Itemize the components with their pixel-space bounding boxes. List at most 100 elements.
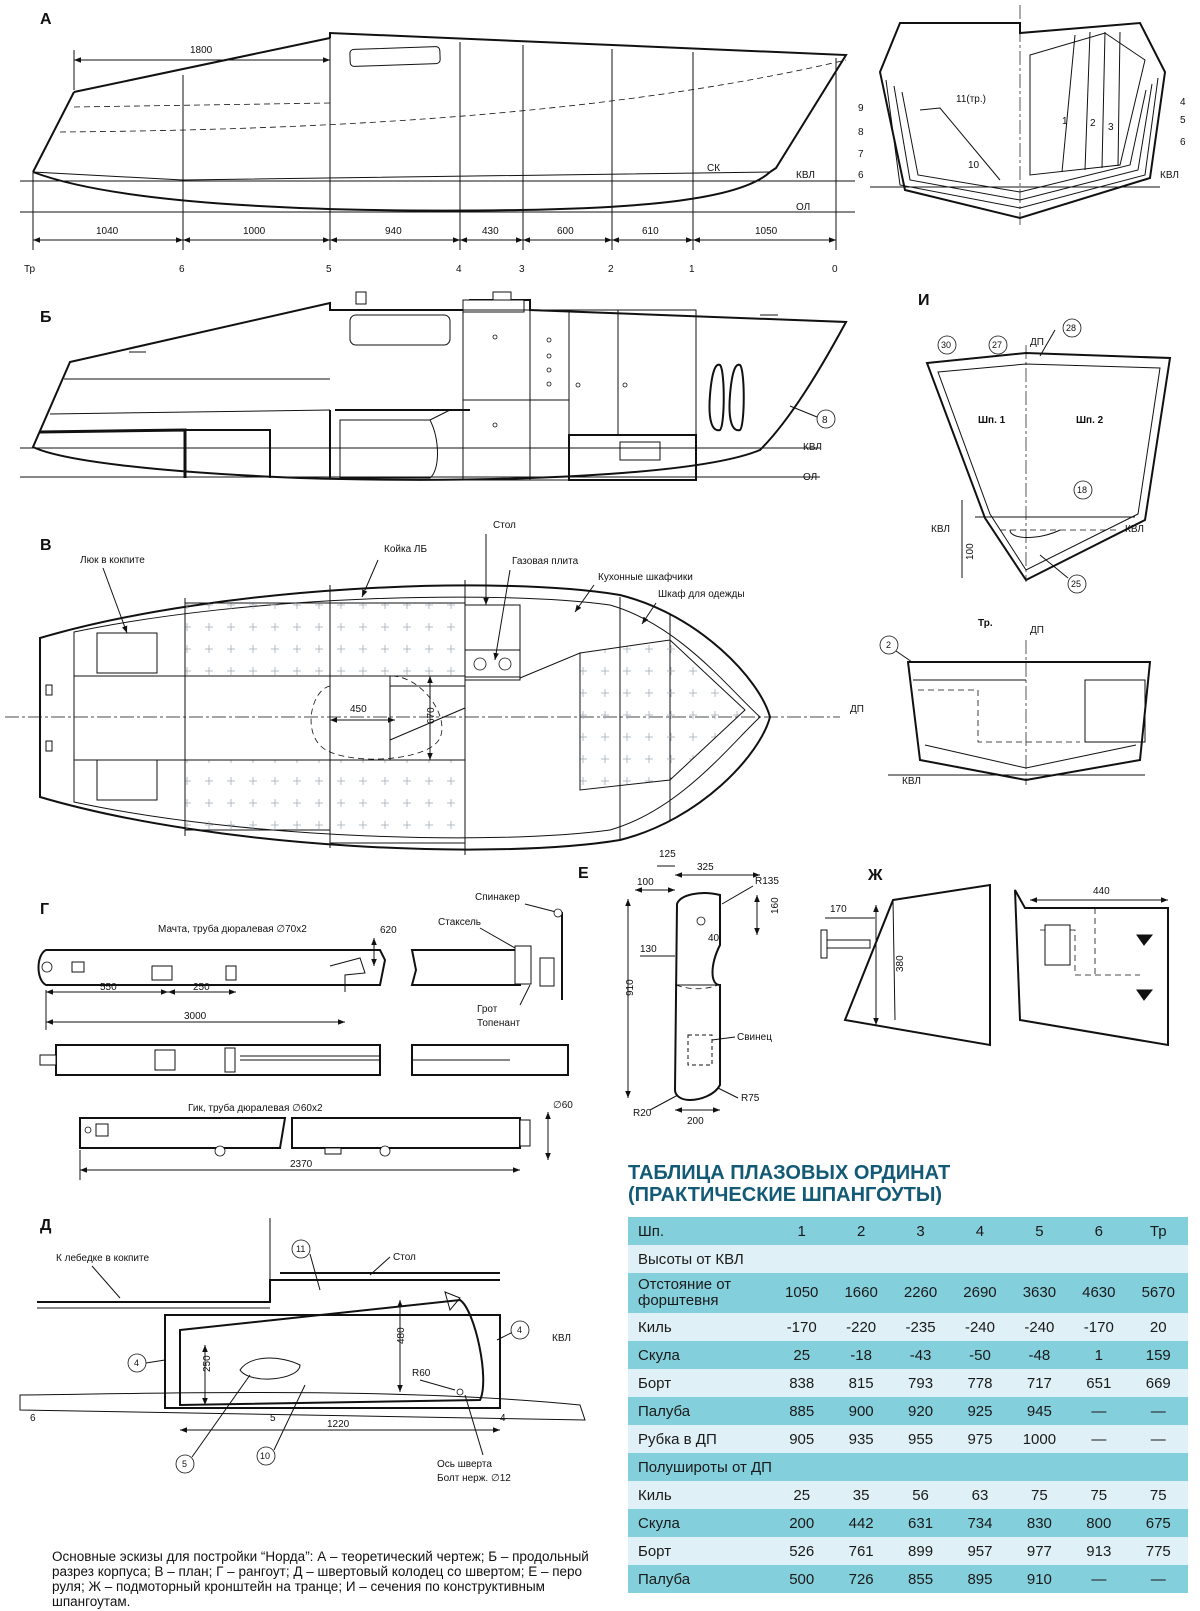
panel-a-letter: А — [40, 11, 52, 28]
rudder-outline — [673, 892, 721, 1102]
bracket-front-outline — [1014, 889, 1169, 1047]
table-row: Скула 25 -18 -43 -50 -48 1 159 — [628, 1341, 1188, 1369]
svg-text:9: 9 — [858, 103, 864, 114]
svg-text:4: 4 — [500, 1413, 506, 1424]
svg-text:R135: R135 — [755, 876, 779, 887]
svg-text:∅60: ∅60 — [553, 1100, 573, 1111]
mast-section-1 — [37, 949, 387, 986]
panel-v-letter: В — [40, 537, 52, 554]
bracket-side-outline — [843, 883, 991, 1047]
svg-text:2: 2 — [608, 264, 614, 275]
station-lines — [32, 38, 837, 250]
mast-plan-2 — [411, 1044, 569, 1076]
svg-text:18: 18 — [1077, 485, 1087, 495]
panel-a-lines-drawing: А 1800 СК КВЛ ОЛ — [20, 11, 855, 275]
table-row: Борт 838 815 793 778 717 651 669 — [628, 1369, 1188, 1397]
svg-text:СК: СК — [707, 163, 720, 174]
table-title-line2: (ПРАКТИЧЕСКИЕ ШПАНГОУТЫ) — [628, 1184, 943, 1206]
table-section-heights: Высоты от КВЛ — [628, 1245, 1188, 1273]
table-row: Отстояние от форштевня 1050 1660 2260 26… — [628, 1273, 1188, 1313]
svg-text:1040: 1040 — [96, 226, 119, 237]
svg-text:160: 160 — [770, 897, 781, 914]
stove-burner-icon — [473, 657, 487, 671]
svg-text:Мачта, труба дюралевая ∅70х2: Мачта, труба дюралевая ∅70х2 — [158, 923, 307, 935]
svg-text:6: 6 — [1180, 137, 1186, 148]
svg-text:100: 100 — [965, 543, 976, 560]
table-row: Киль -170 -220 -235 -240 -240 -170 20 — [628, 1313, 1188, 1341]
svg-text:200: 200 — [687, 1116, 704, 1127]
svg-text:КВЛ: КВЛ — [796, 170, 815, 181]
transom-outline — [906, 661, 1152, 782]
svg-text:430: 430 — [482, 226, 499, 237]
svg-text:2: 2 — [1090, 118, 1096, 129]
svg-text:1000: 1000 — [243, 226, 266, 237]
svg-text:6: 6 — [30, 1413, 36, 1424]
svg-text:30: 30 — [941, 340, 951, 350]
svg-text:КВЛ: КВЛ — [1125, 524, 1144, 535]
table-row: Палуба 500 726 855 895 910 — — — [628, 1565, 1188, 1593]
lightening-hole — [239, 1357, 301, 1380]
svg-text:Стол: Стол — [393, 1252, 416, 1263]
svg-text:R75: R75 — [741, 1093, 760, 1104]
table-title: ТАБЛИЦА ПЛАЗОВЫХ ОРДИНАТ (ПРАКТИЧЕСКИЕ Ш… — [628, 1162, 1188, 1206]
boom-section-1 — [79, 1117, 287, 1149]
svg-text:325: 325 — [697, 862, 714, 873]
chine-line — [32, 171, 771, 181]
svg-text:Шп. 1: Шп. 1 — [978, 415, 1006, 426]
svg-text:11(тр.): 11(тр.) — [956, 94, 986, 105]
svg-text:Тр.: Тр. — [978, 618, 993, 629]
svg-text:2: 2 — [886, 640, 891, 650]
table-row: Киль 25 35 56 63 75 75 75 — [628, 1481, 1188, 1509]
panel-i-frame-sections: И Шп. 1 Шп. 2 ДП 30 27 28 18 25 КВЛ КВЛ … — [879, 292, 1172, 787]
svg-text:440: 440 — [1093, 886, 1110, 897]
panel-body-plan: 9 8 7 6 11(тр.) 10 1 2 3 4 5 6 КВЛ — [858, 5, 1186, 225]
cockpit-hatch-right — [96, 759, 158, 801]
svg-text:940: 940 — [385, 226, 402, 237]
panel-zh-letter: Ж — [867, 867, 883, 884]
svg-text:4: 4 — [517, 1325, 522, 1335]
svg-text:Топенант: Топенант — [477, 1018, 520, 1029]
svg-text:Стол: Стол — [493, 520, 516, 531]
svg-text:КВЛ: КВЛ — [1160, 170, 1179, 181]
mast-section-2 — [410, 949, 521, 986]
svg-text:3000: 3000 — [184, 1011, 207, 1022]
panel-zh-motor-bracket: Ж 170 380 440 — [820, 867, 1169, 1047]
svg-text:ДП: ДП — [1030, 625, 1044, 636]
portlight — [349, 314, 451, 346]
panel-i-letter: И — [918, 292, 930, 309]
svg-text:10: 10 — [968, 160, 980, 171]
svg-text:3: 3 — [1108, 122, 1114, 133]
svg-text:5: 5 — [270, 1413, 276, 1424]
cabin-window — [349, 46, 441, 67]
panel-v-plan: В 450 670 Люк в кокпите Койка ЛБ Стол Га… — [5, 520, 864, 855]
svg-text:550: 550 — [100, 982, 117, 993]
panel-b-letter: Б — [40, 309, 52, 326]
svg-text:Свинец: Свинец — [737, 1032, 772, 1043]
fender-icon — [728, 363, 745, 432]
svg-text:28: 28 — [1066, 323, 1076, 333]
deck-line — [73, 37, 331, 93]
svg-text:ДП: ДП — [1030, 337, 1044, 348]
svg-text:610: 610 — [642, 226, 659, 237]
battery-icon — [619, 441, 661, 461]
svg-text:11: 11 — [296, 1244, 305, 1254]
svg-text:Гик, труба дюралевая ∅60х2: Гик, труба дюралевая ∅60х2 — [188, 1102, 323, 1114]
svg-text:7: 7 — [858, 149, 864, 160]
table-section-halfbreadths: Полуширoты от ДП — [628, 1453, 1188, 1481]
svg-text:5: 5 — [182, 1459, 187, 1469]
winch-icon — [355, 291, 367, 305]
fender-icon — [708, 363, 725, 432]
svg-text:КВЛ: КВЛ — [803, 442, 822, 453]
galley-unit — [462, 309, 570, 481]
centerboard-outline — [179, 1298, 485, 1407]
panel-g-spars: Г Мачта, труба дюралевая ∅70х2 Спинакер … — [37, 892, 573, 1180]
table-row: Рубка в ДП 905 935 955 975 1000 — — — [628, 1425, 1188, 1453]
svg-text:КВЛ: КВЛ — [931, 524, 950, 535]
svg-text:125: 125 — [659, 849, 676, 860]
svg-text:600: 600 — [557, 226, 574, 237]
svg-text:250: 250 — [202, 1355, 213, 1372]
cockpit-hatch-left — [96, 632, 158, 674]
dim-1800: 1800 — [190, 45, 213, 56]
panel-b-longitudinal-section: Б 8 — [20, 291, 848, 483]
